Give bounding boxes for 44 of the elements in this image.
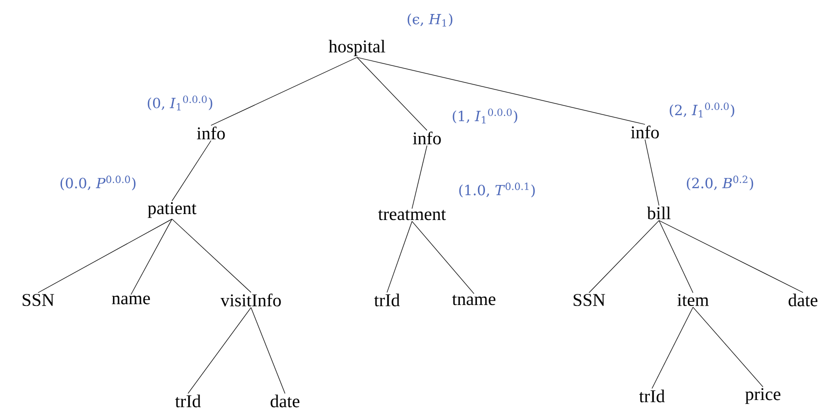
- tree-label: tname: [452, 294, 496, 306]
- tree-label: item: [677, 294, 709, 306]
- tree-label: trId: [374, 294, 400, 306]
- tree-label: trId: [175, 394, 201, 408]
- tree-label: info: [196, 126, 225, 140]
- tree-edge: [644, 139, 660, 206]
- tree-edge: [692, 306, 764, 388]
- annotation: (ϵ, H$_{1}$): [408, 14, 452, 26]
- tree-label: date: [788, 294, 818, 306]
- tree-edge: [250, 307, 286, 394]
- tree-edge: [38, 218, 172, 294]
- tree-label: SSN: [22, 294, 54, 306]
- annotation: (1.0, T$^{0.0.1}$): [459, 182, 535, 198]
- tree-label: name: [112, 296, 150, 304]
- tree-edge: [210, 57, 358, 126]
- tree-edge: [172, 140, 212, 202]
- tree-edge: [652, 306, 694, 389]
- tree-edge: [658, 220, 694, 294]
- annotation: (0.0, P$^{0.0.0}$): [60, 176, 136, 190]
- tree-edge: [356, 57, 646, 125]
- annotation: (2.0, B$^{0.2}$): [686, 176, 754, 190]
- tree-edge: [172, 218, 252, 293]
- tree-label: bill: [647, 206, 671, 220]
- tree-edge: [658, 220, 804, 293]
- annotation: (0, I$_{1}$$^{0.0.0}$): [148, 96, 212, 110]
- tree-edge: [130, 218, 172, 295]
- tree-edge: [588, 220, 660, 294]
- tree-label: patient: [148, 202, 196, 218]
- tree-edge: [188, 307, 252, 394]
- annotation: (2, I$_{1}$$^{0.0.0}$): [670, 102, 734, 118]
- tree-label: visitInfo: [220, 294, 281, 306]
- tree-label: price: [745, 388, 780, 404]
- tree-label: info: [412, 132, 441, 144]
- tree-label: date: [270, 394, 300, 408]
- tree-label: treatment: [378, 210, 446, 220]
- tree-label: hospital: [328, 40, 386, 56]
- tree-label: SSN: [574, 294, 606, 306]
- tree-label: trId: [639, 390, 665, 402]
- tree-edge: [386, 221, 412, 293]
- tree-edge: [356, 57, 428, 131]
- tree-edge: [412, 145, 428, 209]
- annotation: (1, I$_{1}$$^{0.0.0}$): [452, 108, 518, 124]
- tree-label: info: [630, 126, 659, 138]
- tree-edge: [412, 221, 474, 294]
